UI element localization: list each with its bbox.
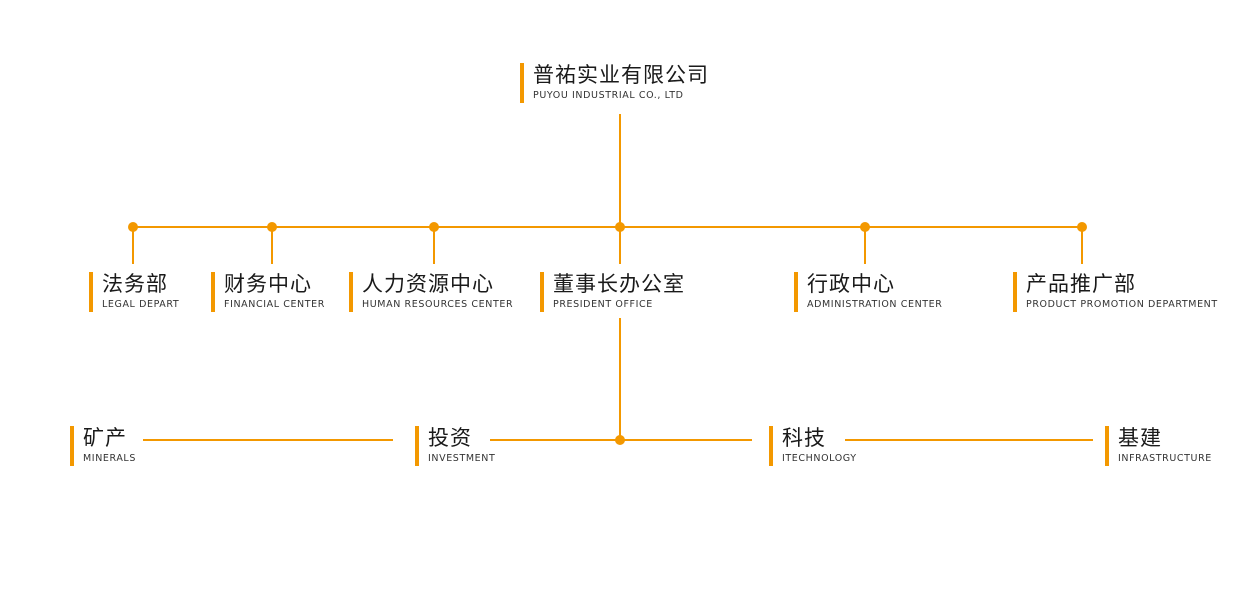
department-node-admin: 行政中心 ADMINISTRATION CENTER — [794, 272, 943, 312]
junction-dot-business — [615, 435, 625, 445]
junction-dot-hr — [429, 222, 439, 232]
department-node-promotion: 产品推广部 PRODUCT PROMOTION DEPARTMENT — [1013, 272, 1218, 312]
junction-dot-admin — [860, 222, 870, 232]
business-title: 矿产 — [83, 426, 127, 450]
department-subtitle: HUMAN RESOURCES CENTER — [362, 299, 514, 310]
business-title: 科技 — [782, 426, 826, 450]
business-subtitle: INVESTMENT — [428, 453, 496, 464]
department-subtitle: FINANCIAL CENTER — [224, 299, 325, 310]
department-subtitle: LEGAL DEPART — [102, 299, 180, 310]
department-title: 产品推广部 — [1026, 272, 1136, 296]
department-node-hr: 人力资源中心 HUMAN RESOURCES CENTER — [349, 272, 513, 312]
department-node-financial: 财务中心 FINANCIAL CENTER — [211, 272, 325, 312]
department-subtitle: PRODUCT PROMOTION DEPARTMENT — [1026, 299, 1218, 310]
junction-dot-financial — [267, 222, 277, 232]
department-node-legal: 法务部 LEGAL DEPART — [89, 272, 179, 312]
business-subtitle: INFRASTRUCTURE — [1118, 453, 1212, 464]
business-title: 基建 — [1118, 426, 1162, 450]
business-title: 投资 — [428, 426, 472, 450]
department-title: 人力资源中心 — [362, 272, 494, 296]
department-title: 法务部 — [102, 272, 168, 296]
root-subtitle: PUYOU INDUSTRIAL CO., LTD — [533, 90, 684, 101]
department-subtitle: ADMINISTRATION CENTER — [807, 299, 943, 310]
root-title: 普祐实业有限公司 — [533, 63, 709, 87]
business-node-technology: 科技 ITECHNOLOGY — [769, 426, 857, 466]
department-title: 董事长办公室 — [553, 272, 685, 296]
business-node-investment: 投资 INVESTMENT — [415, 426, 495, 466]
department-title: 财务中心 — [224, 272, 312, 296]
business-subtitle: MINERALS — [83, 453, 136, 464]
junction-dot-promotion — [1077, 222, 1087, 232]
department-title: 行政中心 — [807, 272, 895, 296]
junction-dot-legal — [128, 222, 138, 232]
department-subtitle: PRESIDENT OFFICE — [553, 299, 653, 310]
business-node-infrastructure: 基建 INFRASTRUCTURE — [1105, 426, 1212, 466]
root-node: 普祐实业有限公司 PUYOU INDUSTRIAL CO., LTD — [520, 63, 709, 103]
department-node-president: 董事长办公室 PRESIDENT OFFICE — [540, 272, 685, 312]
junction-dot-president — [615, 222, 625, 232]
business-node-minerals: 矿产 MINERALS — [70, 426, 136, 466]
business-subtitle: ITECHNOLOGY — [782, 453, 857, 464]
